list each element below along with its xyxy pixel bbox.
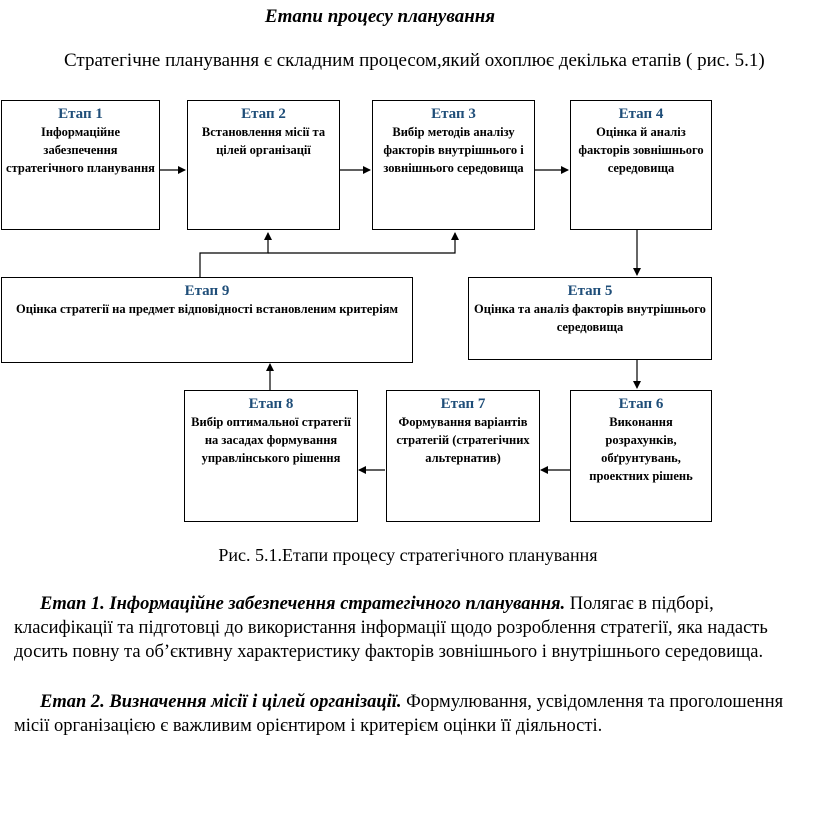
arrow-stage9-to-stage2 [199, 232, 272, 277]
stage-9-box: Етап 9 Оцінка стратегії на предмет відпо… [1, 277, 413, 363]
stage-2-label: Етап 2 [241, 106, 286, 122]
stage-5-text: Оцінка та аналіз факторів внутрішнього с… [474, 302, 706, 334]
stage-1-description-heading: Етап 1. Інформаційне забезпечення страте… [40, 594, 566, 614]
stage-3-text: Вибір методів аналізу факторів внутрішнь… [383, 125, 524, 175]
stage-4-text: Оцінка й аналіз факторів зовнішнього сер… [578, 125, 704, 175]
stage-1-box: Етап 1 Інформаційне забезпечення стратег… [1, 100, 160, 230]
figure-caption: Рис. 5.1.Етапи процесу стратегічного пла… [218, 545, 598, 565]
stage-9-text: Оцінка стратегії на предмет відповідност… [16, 302, 398, 316]
stage-2-description: Етап 2. Визначення місії і цілей організ… [14, 690, 804, 738]
stage-6-box: Етап 6 Виконання розрахунків, обґрунтува… [570, 390, 712, 522]
intro-text: Стратегічне планування є складним процес… [64, 50, 765, 71]
stage-2-description-body: Формулювання, усвідомлення та проголошен… [14, 692, 784, 736]
stage-1-text: Інформаційне забезпечення стратегічного … [6, 125, 155, 175]
stage-8-box: Етап 8 Вибір оптимальної стратегії на за… [184, 390, 358, 522]
arrow-stage9-to-stage3 [268, 232, 459, 254]
stage-2-description-heading: Етап 2. Визначення місії і цілей організ… [40, 692, 402, 712]
stage-9-label: Етап 9 [184, 283, 230, 299]
stage-2-box: Етап 2 Встановлення місії та цілей орган… [187, 100, 340, 230]
stage-4-box: Етап 4 Оцінка й аналіз факторів зовнішнь… [570, 100, 712, 230]
stage-3-label: Етап 3 [431, 106, 476, 122]
stage-7-label: Етап 7 [440, 396, 486, 412]
stage-7-text: Формування варіантів стратегій (стратегі… [396, 415, 530, 465]
intro-paragraph: Стратегічне планування є складним процес… [16, 48, 796, 73]
stage-1-label: Етап 1 [58, 106, 103, 122]
stage-5-label: Етап 5 [567, 283, 613, 299]
stage-6-text: Виконання розрахунків, обґрунтувань, про… [589, 415, 693, 483]
stage-1-description-body: Полягає в підборі, класифікації та підго… [14, 594, 768, 662]
stage-6-label: Етап 6 [618, 396, 664, 412]
stage-2-text: Встановлення місії та цілей організації [201, 125, 326, 157]
stage-8-text: Вибір оптимальної стратегії на засадах ф… [191, 415, 351, 465]
flow-connectors [160, 166, 641, 474]
stage-7-box: Етап 7 Формування варіантів стратегій (с… [386, 390, 540, 522]
stage-1-description: Етап 1. Інформаційне забезпечення страте… [14, 592, 804, 664]
page-title: Етапи процесу планування [264, 6, 496, 27]
stage-8-label: Етап 8 [248, 396, 294, 412]
stage-5-box: Етап 5 Оцінка та аналіз факторів внутріш… [468, 277, 712, 360]
stage-4-label: Етап 4 [618, 106, 664, 122]
stage-3-box: Етап 3 Вибір методів аналізу факторів вн… [372, 100, 535, 230]
